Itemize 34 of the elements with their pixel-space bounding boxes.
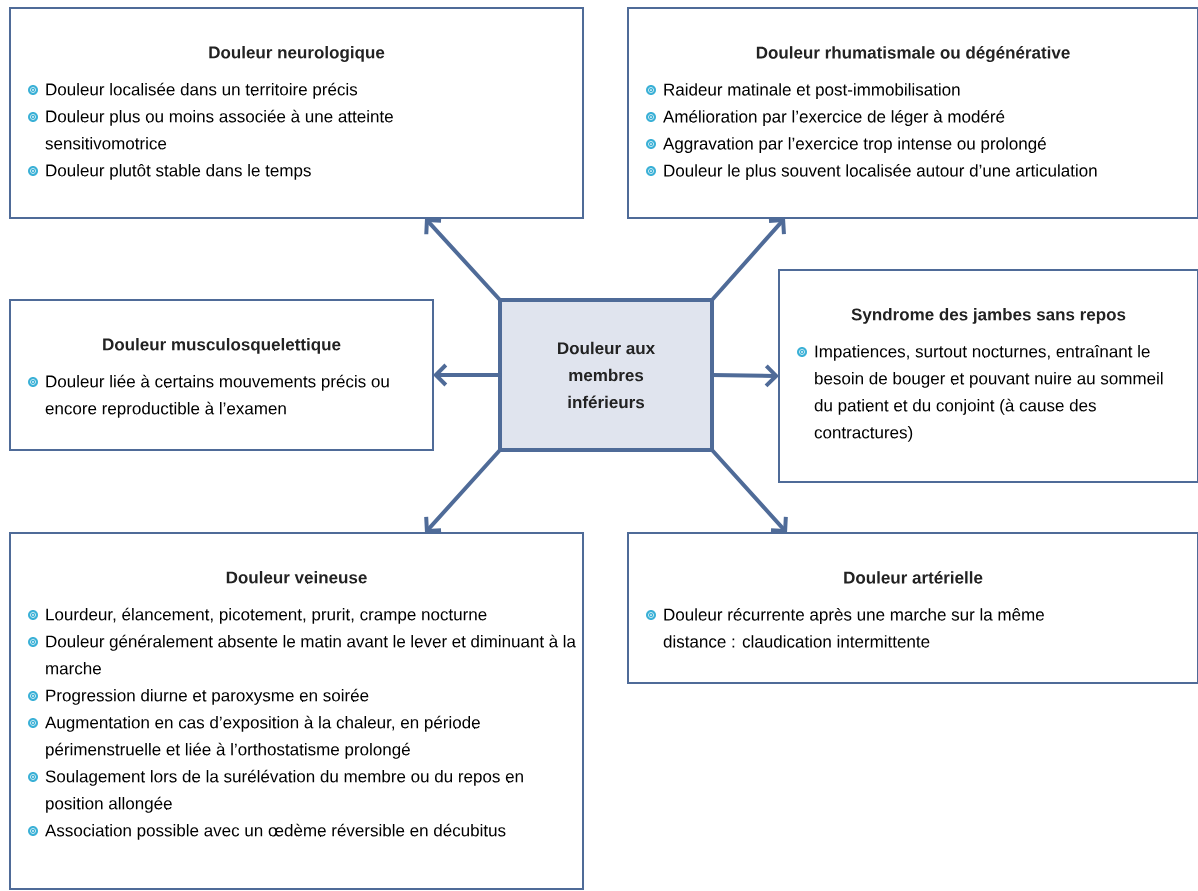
- box-heading: Douleur artérielle: [844, 571, 983, 584]
- list-item: Lourdeur, élancement, picotement, prurit, crampe nocturne: [46, 607, 487, 624]
- category-box: [627, 532, 1198, 684]
- box-heading: Douleur veineuse: [226, 571, 367, 584]
- list-item: Douleur plutôt stable dans le temps: [46, 163, 311, 180]
- category-box: [627, 7, 1198, 219]
- arrow: [424, 448, 502, 533]
- category-box: [9, 299, 434, 451]
- category-box: [9, 532, 584, 890]
- list-item: Association possible avec un œdème réversible en décubitus: [45, 823, 506, 840]
- list-item: Impatiences, surtout nocturnes, entraînant le besoin de bouger et pouvant nuire au sommeil du patient et du conjoint (à cause des contractures): [814, 344, 1163, 442]
- category-box: [778, 269, 1198, 483]
- category-box: [9, 7, 584, 219]
- list-item: Aggravation par l’exercice trop intense ou prolongé: [663, 136, 1046, 153]
- list-item: Douleur le plus souvent localisée autour d’une articulation: [664, 163, 1097, 180]
- list-item: Douleur plus ou moins associée à une atteinte sensitivomotrice: [45, 109, 393, 150]
- box-heading: Douleur musculosquelettique: [103, 338, 341, 354]
- list-item: Soulagement lors de la surélévation du membre ou du repos en position allongée: [45, 769, 523, 813]
- center-box: [498, 298, 714, 452]
- arrow: [710, 448, 788, 533]
- list-item: Douleur localisée dans un territoire précis: [46, 82, 358, 99]
- list-item: Raideur matinale et post-immobilisation: [664, 83, 960, 99]
- list-item: Augmentation en cas d’exposition à la chaleur, en période périmenstruelle et liée à l’orthostatisme prolongé: [45, 715, 480, 759]
- box-heading: Syndrome des jambes sans repos: [851, 308, 1126, 324]
- list-item: Amélioration par l’exercice de léger à modéré: [663, 109, 1005, 126]
- arrow: [710, 218, 786, 302]
- list-item: Progression diurne et paroxysme en soirée: [46, 688, 369, 705]
- arrow: [424, 218, 502, 302]
- list-item: Douleur généralement absente le matin avant le lever et diminuant à la marche: [46, 634, 576, 675]
- list-item: Douleur liée à certains mouvements précis ou encore reproductible à l’examen: [45, 374, 389, 418]
- list-item: Douleur récurrente après une marche sur la même distance : claudication intermittente: [663, 607, 1044, 648]
- box-heading: Douleur neurologique: [209, 46, 385, 62]
- box-heading: Douleur rhumatismale ou dégénérative: [756, 46, 1070, 63]
- center-label: Douleur aux membres inférieurs: [558, 341, 655, 409]
